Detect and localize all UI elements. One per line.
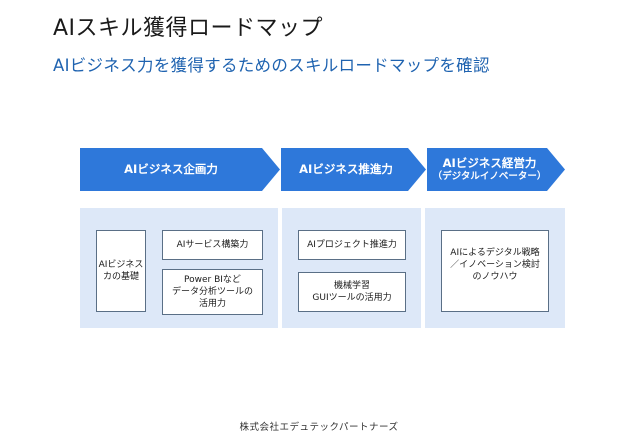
stage-label: AIビジネス経営力 <box>442 156 537 171</box>
skill-box: 機械学習 GUIツールの活用力 <box>298 272 406 312</box>
chevron-shape <box>281 148 426 191</box>
stage-column-planning: AIビジネス カの基礎 AIサービス構築力 Power BIなど データ分析ツー… <box>80 208 278 328</box>
page-title: AIスキル獲得ロードマップ <box>53 16 324 41</box>
footer-company: 株式会社エデュテックパートナーズ <box>239 422 399 433</box>
skill-box: AIサービス構築力 <box>162 230 263 260</box>
stage-header-planning: AIビジネス企画力 <box>80 148 280 191</box>
page-subtitle: AIビジネス力を獲得するためのスキルロードマップを確認 <box>53 56 490 75</box>
stage-header-promotion: AIビジネス推進力 <box>281 148 426 191</box>
skill-box: Power BIなど データ分析ツールの 活用力 <box>162 269 263 315</box>
stage-header-management: AIビジネス経営力 （デジタルイノベーター） <box>427 148 565 191</box>
stage-label: AIビジネス企画力 <box>124 162 218 177</box>
skill-box: AIによるデジタル戦略 ／イノベーション検討 のノウハウ <box>441 230 549 312</box>
chevron-shape <box>427 148 565 191</box>
chevron-shape <box>80 148 280 191</box>
stage-label: AIビジネス推進力 <box>299 162 393 177</box>
foundation-box: AIビジネス カの基礎 <box>96 230 146 312</box>
stage-column-management: AIによるデジタル戦略 ／イノベーション検討 のノウハウ <box>425 208 565 328</box>
stage-column-promotion: AIプロジェクト推進力 機械学習 GUIツールの活用力 <box>282 208 421 328</box>
stage-sublabel: （デジタルイノベーター） <box>432 170 547 182</box>
skill-box: AIプロジェクト推進力 <box>298 230 406 260</box>
